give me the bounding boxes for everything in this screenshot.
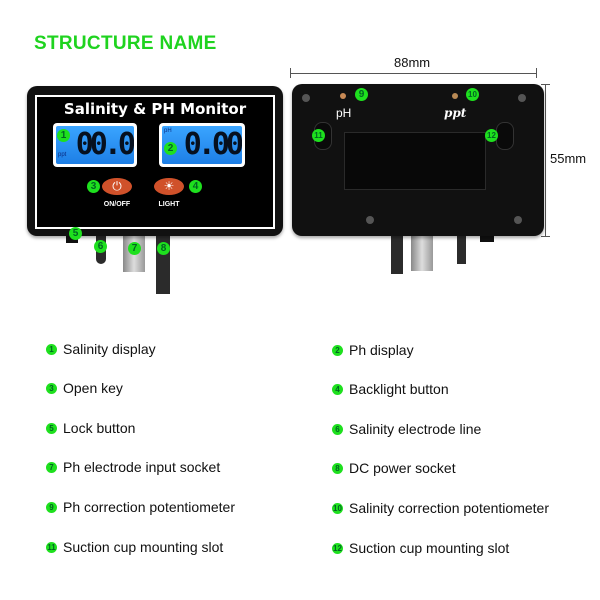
callout-6: 6 — [94, 240, 107, 253]
callout-12: 12 — [485, 129, 498, 142]
legend-label: DC power socket — [349, 460, 456, 476]
salinity-value: 00.0 — [75, 127, 134, 162]
back-cable-right — [457, 234, 466, 264]
legend-item: 11 Suction cup mounting slot — [46, 539, 223, 555]
height-dimension: 55mm — [550, 151, 587, 166]
legend-item: 8 DC power socket — [332, 460, 456, 476]
callout-5: 5 — [69, 227, 82, 240]
legend-number: 10 — [332, 502, 343, 514]
ph-potentiometer — [340, 93, 346, 99]
screw-icon — [514, 216, 522, 224]
callout-9: 9 — [355, 88, 368, 101]
callout-8: 8 — [157, 242, 170, 255]
legend-number: 8 — [332, 462, 343, 474]
callout-3: 3 — [87, 180, 100, 193]
screw-icon — [366, 216, 374, 224]
screw-icon — [518, 94, 526, 102]
salinity-unit: ppt — [58, 152, 67, 158]
legend-number: 3 — [46, 382, 57, 394]
legend-label: Suction cup mounting slot — [349, 540, 510, 556]
back-bnc-socket — [411, 234, 433, 271]
callout-7: 7 — [128, 242, 141, 255]
legend-number: 4 — [332, 383, 343, 395]
legend-item: 3 Open key — [46, 380, 123, 396]
front-device: Salinity & PH Monitor ppt 00.0 pH 0.00 ⏻… — [0, 0, 300, 300]
legend-label: Salinity electrode line — [349, 421, 482, 437]
legend-number: 2 — [332, 344, 343, 356]
height-dimension-tick-top — [541, 84, 550, 85]
width-dimension-line — [290, 73, 537, 74]
legend-label: Backlight button — [349, 381, 449, 397]
mounting-slot-right — [496, 122, 514, 150]
ph-label: pH — [336, 106, 352, 120]
callout-4: 4 — [189, 180, 202, 193]
legend-item: 10 Salinity correction potentiometer — [332, 500, 549, 516]
legend-item: 6 Salinity electrode line — [332, 421, 481, 437]
legend-label: Salinity display — [63, 341, 156, 357]
power-icon: ⏻ — [112, 179, 122, 193]
callout-2: 2 — [164, 142, 177, 155]
width-dimension-tick-left — [290, 68, 291, 78]
legend-number: 12 — [332, 542, 343, 554]
legend-number: 9 — [46, 501, 57, 513]
ppt-label: ppt — [444, 106, 467, 120]
back-lock-button — [480, 234, 494, 242]
callout-11: 11 — [312, 129, 325, 142]
legend-number: 5 — [46, 422, 57, 434]
legend-label: Salinity correction potentiometer — [349, 500, 549, 516]
legend-label: Ph display — [349, 342, 414, 358]
callout-1: 1 — [57, 129, 70, 142]
back-window — [344, 132, 486, 190]
back-device: 88mm 55mm pH ppt 9 10 11 12 — [290, 55, 587, 274]
legend-label: Ph electrode input socket — [63, 459, 221, 475]
light-label: LIGHT — [158, 201, 180, 208]
legend-item: 2 Ph display — [332, 342, 414, 358]
legend-number: 6 — [332, 423, 343, 435]
sun-icon: ☀ — [163, 179, 175, 193]
ph-unit: pH — [164, 128, 172, 134]
ppt-potentiometer — [452, 93, 458, 99]
light-button[interactable]: ☀ — [154, 178, 184, 195]
width-dimension-tick-right — [536, 68, 537, 78]
legend-item: 5 Lock button — [46, 420, 135, 436]
legend-number: 11 — [46, 541, 57, 553]
screw-icon — [302, 94, 310, 102]
width-dimension: 88mm — [394, 55, 431, 70]
legend-item: 7 Ph electrode input socket — [46, 459, 220, 475]
back-body: pH ppt — [292, 84, 544, 236]
legend-label: Lock button — [63, 420, 136, 436]
height-dimension-tick-bottom — [541, 236, 550, 237]
legend-label: Open key — [63, 380, 123, 396]
ph-value: 0.00 — [183, 127, 242, 162]
legend-item: 9 Ph correction potentiometer — [46, 499, 235, 515]
height-dimension-line — [545, 84, 546, 236]
legend-item: 4 Backlight button — [332, 381, 449, 397]
power-button[interactable]: ⏻ — [102, 178, 132, 195]
legend-item: 1 Salinity display — [46, 341, 156, 357]
legend-label: Suction cup mounting slot — [63, 539, 224, 555]
device-title: Salinity & PH Monitor — [63, 100, 247, 118]
legend-number: 1 — [46, 343, 57, 355]
page-title: STRUCTURE NAME — [34, 33, 217, 54]
legend-label: Ph correction potentiometer — [63, 499, 235, 515]
back-cable-left — [391, 234, 403, 274]
power-label: ON/OFF — [103, 201, 131, 208]
callout-10: 10 — [466, 88, 479, 101]
legend-number: 7 — [46, 461, 57, 473]
legend-item: 12 Suction cup mounting slot — [332, 540, 509, 556]
